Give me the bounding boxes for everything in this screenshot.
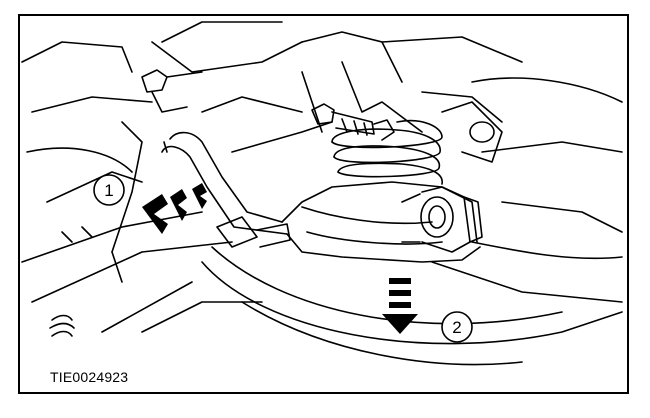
callout-2: 2 [441, 311, 473, 343]
small-coil [49, 314, 75, 337]
callout-1-label: 1 [104, 181, 113, 200]
bolt-upper-left [141, 69, 203, 113]
removal-arrow-2 [382, 278, 418, 334]
bolt-upper-right [311, 103, 395, 141]
stabilizer-link [161, 131, 481, 263]
housing-curve [201, 246, 623, 366]
figure-id-label: TIE0024923 [50, 369, 129, 385]
service-illustration: 1 2 [21, 21, 623, 366]
figure-frame: 1 2 TIE0024923 [18, 14, 629, 394]
background-structure [21, 21, 623, 333]
lower-arm [111, 61, 503, 283]
callout-1: 1 [93, 174, 125, 206]
removal-arrow-1 [142, 183, 207, 234]
coil-spring [331, 119, 443, 185]
callout-2-label: 2 [452, 318, 461, 337]
bushing-clamp [401, 186, 483, 253]
